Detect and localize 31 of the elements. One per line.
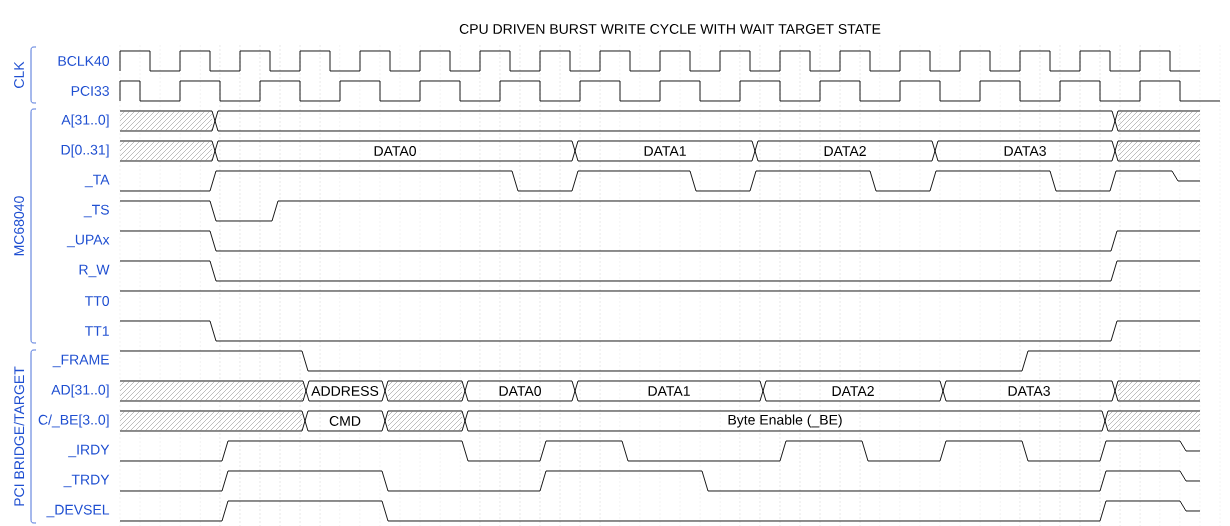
signal-name: _DEVSEL [46, 504, 110, 518]
bus-value: DATA2 [832, 386, 874, 396]
signal-name: D[0..31] [61, 144, 109, 158]
signal-name: _IRDY [68, 444, 110, 458]
bus-value: DATA2 [824, 146, 866, 156]
bus-value: DATA3 [1004, 146, 1046, 156]
bus-value: DATA0 [374, 146, 416, 156]
signal-name: BCLK40 [58, 56, 109, 66]
signal-name: _TA [84, 174, 110, 188]
signal-name: AD[31..0] [51, 384, 109, 398]
signal-name: _TS [83, 204, 109, 218]
signal-name: TT1 [85, 326, 109, 336]
signal-name: R_W [79, 264, 110, 278]
group-label: PCI BRIDGE/TARGET [13, 366, 25, 506]
signal-name: TT0 [85, 296, 110, 306]
bus-value: Byte Enable (_BE) [728, 414, 842, 428]
bus-value: DATA1 [648, 386, 690, 396]
bus-value: DATA0 [499, 386, 541, 396]
bus-value: DATA3 [1008, 386, 1050, 396]
signal-name: _TRDY [63, 474, 110, 488]
group-label: CLK [14, 61, 24, 88]
bus-value: ADDRESS [311, 386, 379, 396]
bus-value: DATA1 [644, 146, 686, 156]
title: CPU DRIVEN BURST WRITE CYCLE WITH WAIT TARGET STATE [459, 24, 881, 34]
bus-value: CMD [329, 416, 361, 426]
group-label: MC68040 [14, 196, 24, 256]
signal-name: A[31..0] [61, 114, 109, 128]
signal-name: _UPAx [66, 234, 110, 248]
signal-name: _FRAME [52, 354, 109, 368]
signal-name: PCI33 [71, 86, 109, 96]
signal-name: C/_BE[3..0] [38, 414, 109, 428]
